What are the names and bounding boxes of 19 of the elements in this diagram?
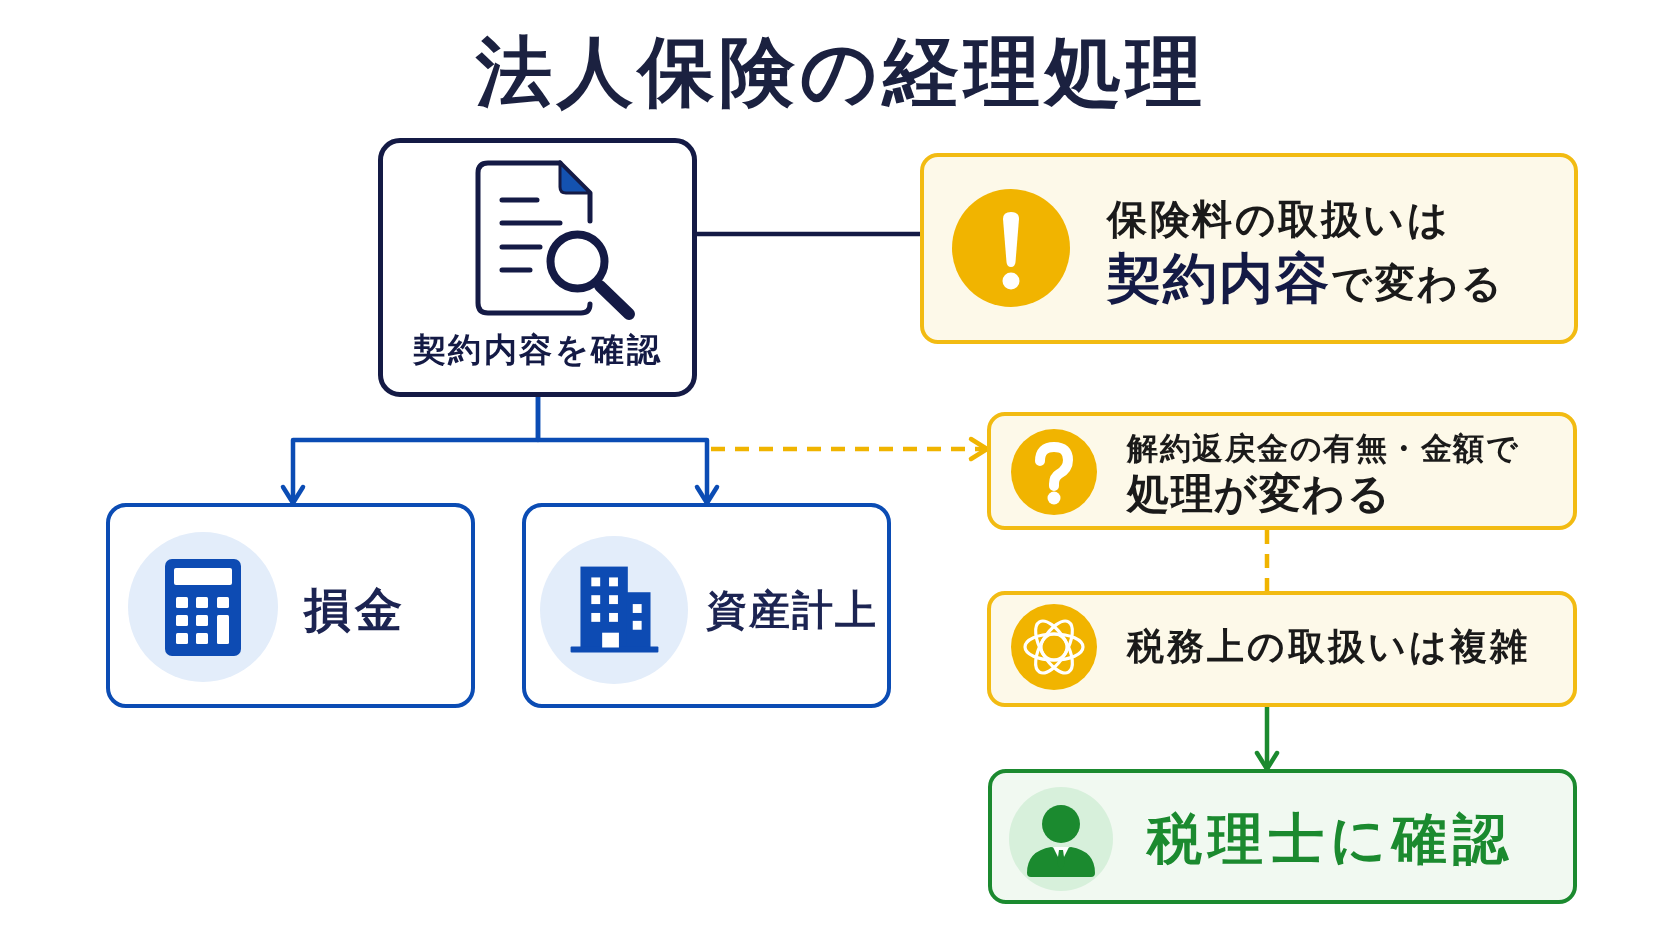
connector-line [697, 231, 920, 237]
result-box [522, 503, 891, 708]
note-text: 保険料の取扱いは契約内容で変わる [1107, 194, 1504, 312]
result-box [106, 503, 475, 708]
note-text: 税務上の取扱いは複雑 [1127, 624, 1530, 670]
note-text: 解約返戻金の有無・金額で処理が変わる [1127, 428, 1519, 520]
node-label: 契約内容を確認 [412, 330, 663, 370]
action-box [988, 769, 1577, 904]
note-box [920, 153, 1578, 344]
arrow [535, 397, 720, 506]
connector-line [1264, 530, 1270, 591]
title: 法人保険の経理処理 [475, 25, 1207, 118]
arrow [1254, 707, 1280, 772]
process-box [378, 138, 697, 397]
node-label: 損金 [304, 582, 406, 638]
node-label: 税理士に確認 [1147, 807, 1514, 871]
note-box [987, 591, 1577, 707]
node-label: 資産計上 [706, 585, 878, 635]
note-box [987, 412, 1577, 530]
